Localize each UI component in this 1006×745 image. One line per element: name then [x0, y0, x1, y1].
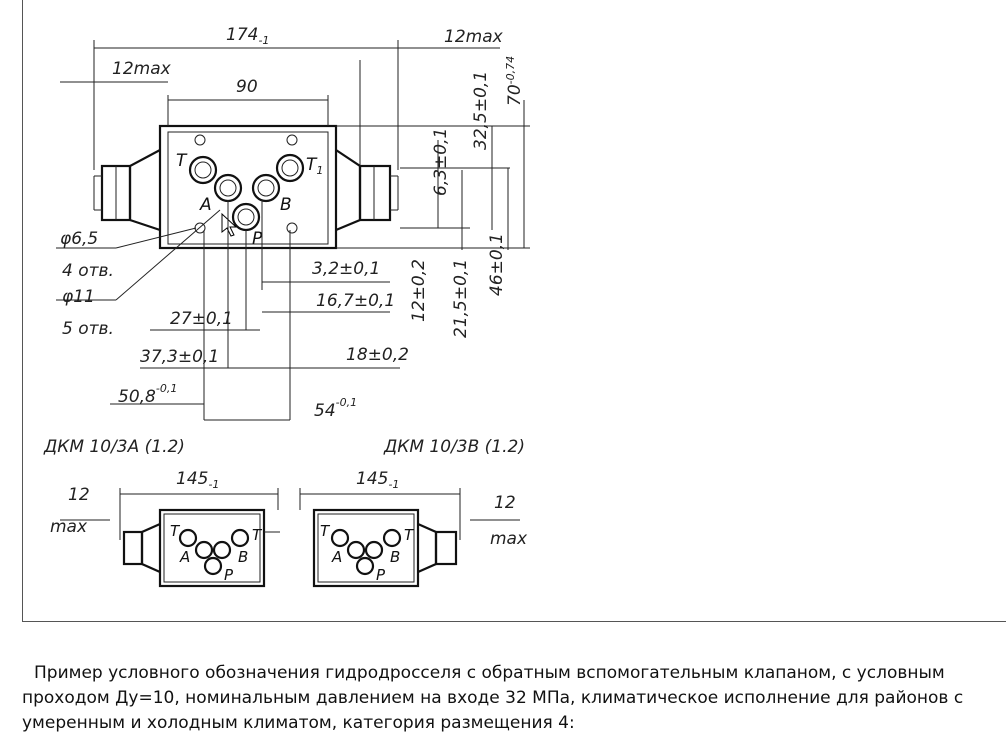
holes1-label: 4 отв. — [62, 261, 114, 281]
variant-a-title: ДКМ 10/3А (1.2) — [43, 437, 185, 457]
variant-b-port-b: B — [390, 548, 400, 566]
valve-body-main — [93, 124, 399, 250]
h3-dim: 12±0,2 — [409, 259, 429, 322]
variant-b-max-word: max — [490, 529, 528, 549]
height-dim: 70-0,74 — [504, 56, 525, 106]
drawing-frame — [22, 0, 1006, 622]
d4-dim: 37,3±0,1 — [140, 347, 219, 367]
max-right-dim: 12max — [444, 27, 504, 47]
variant-b-length: 145-1 — [356, 469, 399, 491]
variant-a-max-num: 12 — [68, 485, 90, 505]
overall-length-dim: 174-1 — [226, 25, 269, 47]
port-t1-label: T1 — [306, 155, 323, 177]
right-dimensions — [336, 100, 530, 250]
technical-drawing: T T1 A B P 174-1 12max 12max 90 70-0,74 … — [43, 25, 530, 588]
variant-a-port-p: P — [224, 566, 234, 584]
variant-b-body — [299, 488, 520, 588]
variant-b-port-t: T — [320, 522, 331, 540]
h2-dim: 6,3±0,1 — [431, 128, 451, 196]
h5-dim: 46±0,1 — [487, 233, 507, 296]
variant-a-port-t1: T — [252, 526, 263, 544]
hole-d2-label: φ11 — [62, 287, 95, 307]
d5-dim: 18±0,2 — [346, 345, 409, 365]
variant-a-port-t: T — [170, 522, 181, 540]
designation-example-text: Пример условного обозначения гидродроссе… — [22, 663, 964, 733]
variant-b-title: ДКМ 10/3В (1.2) — [383, 437, 525, 457]
variant-a-length: 145-1 — [176, 469, 219, 491]
body-width-dim: 90 — [236, 77, 258, 97]
port-a-label: A — [199, 195, 212, 215]
hole-d1-label: φ6,5 — [60, 229, 98, 249]
mouse-cursor-icon — [221, 212, 238, 237]
d3-dim: 27±0,1 — [170, 309, 233, 329]
d2-dim: 16,7±0,1 — [316, 291, 395, 311]
port-t-label: T — [176, 151, 188, 171]
h4-dim: 21,5±0,1 — [451, 259, 471, 338]
variant-b-port-p: P — [376, 566, 386, 584]
variant-a-port-b: B — [238, 548, 248, 566]
bottom-dimensions — [110, 200, 400, 421]
variant-a-body — [60, 488, 280, 588]
variant-b-port-a: A — [331, 548, 342, 566]
h1-dim: 32,5±0,1 — [471, 71, 491, 150]
hole-leaders — [56, 209, 221, 301]
d7-dim: 54-0,1 — [314, 396, 357, 421]
variant-a-port-a: A — [179, 548, 190, 566]
variant-b-port-t1: T — [404, 526, 415, 544]
d6-dim: 50,8-0,1 — [118, 382, 177, 407]
max-left-dim: 12max — [112, 59, 172, 79]
port-holes-main — [188, 134, 305, 234]
variant-a-max-word: max — [50, 517, 88, 537]
d1-dim: 3,2±0,1 — [312, 259, 380, 279]
holes2-label: 5 отв. — [62, 319, 114, 339]
port-b-label: B — [280, 195, 292, 215]
port-p-label: P — [252, 229, 263, 249]
variant-b-max-num: 12 — [494, 493, 516, 513]
top-dimensions — [60, 40, 500, 170]
